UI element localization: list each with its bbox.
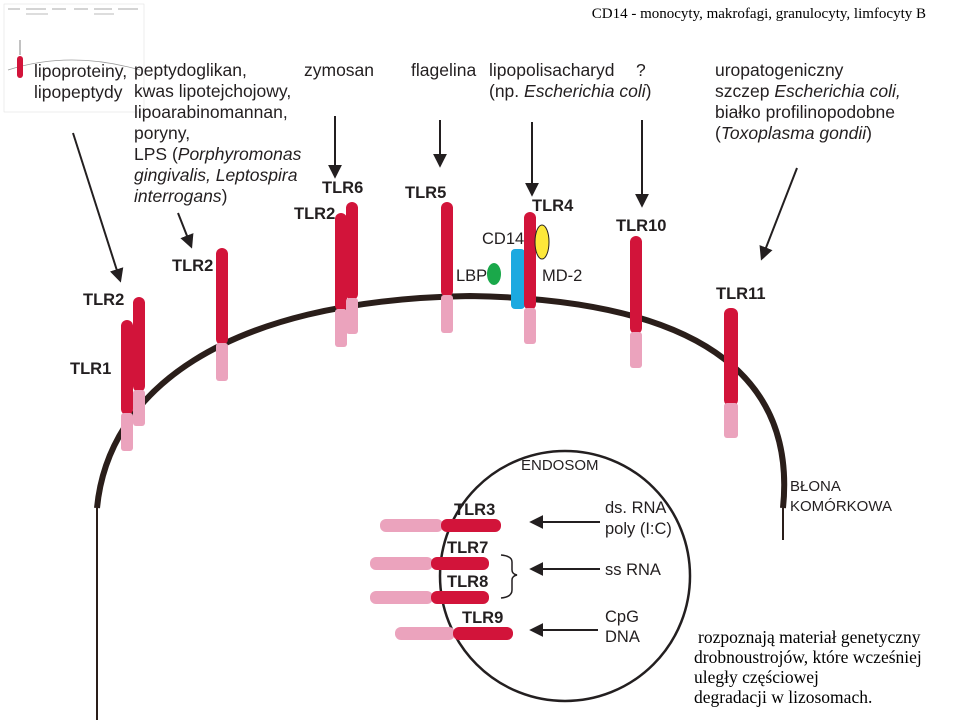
ligand-lps-line2-prefix: (np.: [489, 81, 524, 101]
ligand-pept-line4: poryny,: [134, 123, 190, 143]
ligand-lps-line2-suffix: ): [646, 81, 652, 101]
label-md2: MD-2: [542, 267, 582, 285]
ligand-zymosan: zymosan: [304, 60, 374, 80]
label-membrane-line1: BŁONA: [790, 478, 841, 495]
ligand-lps-prefix: LPS (: [134, 144, 178, 164]
arrow-uropathogenic: [759, 167, 798, 261]
ligand-uro-line4-italic: Toxoplasma gondii: [721, 123, 867, 143]
ligand-uro-line3: białko profilinopodobne: [715, 102, 895, 122]
md2-shape: [534, 224, 550, 260]
ligand-pept-italic-1: Porphyromonas: [178, 144, 302, 164]
tlr8-receptor: [370, 591, 489, 604]
tlr10-receptor: [630, 236, 642, 368]
ligand-uro-line2-italic: Escherichia coli,: [774, 81, 900, 101]
label-tlr11: TLR11: [716, 285, 766, 303]
label-membrane-line2: KOMÓRKOWA: [790, 498, 892, 515]
note-line-2: drobnoustrojów, które wcześniej: [694, 647, 922, 667]
label-tlr2-a: TLR2: [83, 291, 124, 309]
ligand-lps-suffix: ): [222, 186, 228, 206]
label-tlr8: TLR8: [447, 573, 488, 591]
tlr2-tlr6-receptor: [335, 202, 358, 347]
bracket-ssrna: [500, 554, 518, 599]
ligand-ssrna: ss RNA: [605, 561, 661, 579]
ligand-uro-line4-suffix: ): [866, 123, 872, 143]
note-line-3: uległy częściowej: [694, 667, 819, 687]
ligand-lipo-line1: lipoproteiny,: [34, 61, 127, 81]
slide-header: CD14 - monocyty, makrofagi, granulocyty,…: [591, 6, 926, 22]
ligand-unknown: ?: [636, 60, 646, 80]
label-tlr6: TLR6: [322, 179, 363, 197]
ligand-lps-line1: lipopolisacharyd: [489, 60, 615, 80]
ligand-cpg-line2: DNA: [605, 628, 640, 646]
endosome-note: rozpoznają materiał genetyczny drobnoust…: [694, 627, 960, 707]
ligand-pept-line6: gingivalis, Leptospira: [134, 165, 298, 185]
ligand-uro-line4-prefix: (: [715, 123, 721, 143]
ligand-uro-line4: (Toxoplasma gondii): [715, 123, 872, 143]
label-tlr10: TLR10: [616, 217, 666, 235]
endosome-title: ENDOSOM: [521, 457, 599, 474]
label-lbp: LBP: [456, 267, 487, 285]
ligand-pept-line7: interrogans): [134, 186, 227, 206]
tlr1-tlr2-receptor: [121, 297, 145, 451]
ligand-dsrna-line1: ds. RNA: [605, 499, 666, 517]
ligand-lipo-line2: lipopeptydy: [34, 82, 123, 102]
tlr3-receptor: [380, 519, 501, 532]
tlr4-complex: [487, 212, 550, 344]
arrow-lipopeptides: [72, 132, 124, 283]
tlr9-receptor: [395, 627, 513, 640]
ligand-cpg-line1: CpG: [605, 608, 639, 626]
ligand-lps-line2-italic: Escherichia coli: [524, 81, 647, 101]
tlr11-receptor: [724, 308, 738, 438]
ligand-dsrna-line2: poly (I:C): [605, 520, 672, 538]
ligand-uro-line2: szczep Escherichia coli,: [715, 81, 901, 101]
label-tlr7: TLR7: [447, 539, 488, 557]
arrow-peptidoglycan: [177, 212, 194, 249]
cell-membrane: [94, 292, 788, 509]
ligand-flagelina: flagelina: [411, 60, 476, 80]
tlr2-receptor: [216, 248, 228, 381]
label-tlr2-b: TLR2: [172, 257, 213, 275]
slide-thumbnail-icon: [3, 3, 145, 113]
label-tlr1: TLR1: [70, 360, 111, 378]
ligand-lps-line2: (np. Escherichia coli): [489, 81, 651, 101]
tlr7-receptor: [370, 557, 489, 570]
label-tlr3: TLR3: [454, 501, 495, 519]
ligand-uro-line2-prefix: szczep: [715, 81, 774, 101]
label-tlr2-c: TLR2: [294, 205, 335, 223]
label-tlr4: TLR4: [532, 197, 574, 215]
ligand-uro-line1: uropatogeniczny: [715, 60, 844, 80]
ligand-pept-line2: kwas lipotejchojowy,: [134, 81, 291, 101]
label-tlr9: TLR9: [462, 609, 503, 627]
ligand-pept-line3: lipoarabinomannan,: [134, 102, 288, 122]
label-tlr5: TLR5: [405, 184, 446, 202]
label-cd14: CD14: [482, 230, 524, 248]
endosome: [438, 449, 692, 703]
ligand-pept-line1: peptydoglikan,: [134, 60, 247, 80]
lbp-shape: [487, 263, 501, 285]
ligand-pept-line5: LPS (Porphyromonas: [134, 144, 302, 164]
ligand-pept-italic-3: interrogans: [134, 186, 222, 206]
tlr5-receptor: [441, 202, 453, 333]
note-line-1: rozpoznają materiał genetyczny: [698, 627, 921, 647]
cd14-shape: [511, 249, 525, 309]
note-line-4: degradacji w lizosomach.: [694, 687, 873, 707]
